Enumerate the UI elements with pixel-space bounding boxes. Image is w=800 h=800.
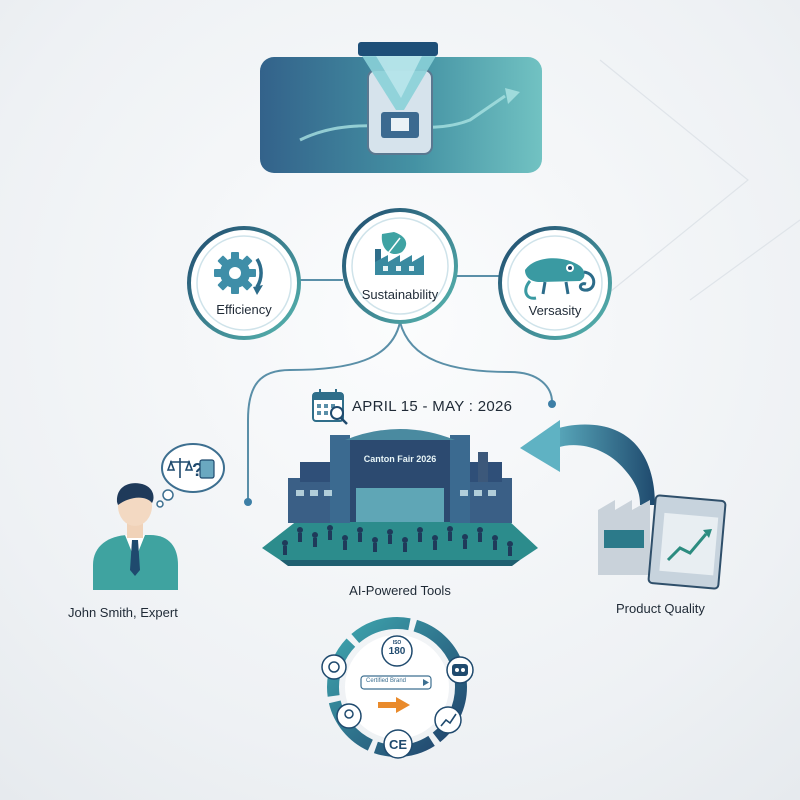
crowd [282, 525, 513, 556]
quality-chart-icon [647, 494, 727, 590]
iso-badge-text: ISO [392, 640, 402, 646]
versatility-label: Versasity [528, 303, 582, 318]
ce-mark-text: CE [388, 737, 408, 752]
eco-factory-icon [375, 232, 424, 275]
background-lines [599, 59, 800, 301]
chameleon-icon [524, 258, 596, 300]
ce-mark-icon [383, 729, 413, 759]
sustainability-label: Sustainability [361, 287, 439, 302]
iso-number: 180 [388, 646, 406, 657]
pillar-connectors [247, 275, 553, 500]
flow-arrow [520, 420, 655, 505]
connector-end-dot [548, 400, 556, 408]
thought-bubble [156, 443, 225, 508]
expert-avatar [93, 483, 178, 590]
iso-badge-icon [381, 635, 413, 667]
robot-icon [446, 656, 474, 684]
expert-caption: John Smith, Expert [68, 605, 178, 620]
growth-chart-icon [434, 706, 462, 734]
calendar-search-icon [312, 389, 348, 425]
exhibition-venue [262, 429, 538, 566]
search-bar [360, 675, 432, 690]
versatility-pillar [498, 226, 612, 340]
ai-tools-caption: AI-Powered Tools [349, 583, 451, 598]
balance-scale-icon [166, 458, 194, 478]
quality-caption: Product Quality [616, 601, 705, 616]
venue-sign: Canton Fair 2026 [363, 454, 437, 464]
connector-end-dot [244, 498, 252, 506]
question-mark-icon: ? [192, 460, 203, 480]
arrow-right-icon [378, 697, 410, 713]
packaging-icon [358, 42, 438, 155]
gear-icon [214, 252, 263, 295]
award-seal-icon [336, 703, 362, 729]
document-icon [199, 459, 215, 479]
efficiency-label: Efficiency [216, 302, 272, 317]
search-bar-text: Certified Brand [366, 678, 407, 684]
certified-seal-icon [321, 654, 347, 680]
event-dates: APRIL 15 - MAY : 2026 [352, 398, 513, 415]
factory-icon [598, 500, 650, 575]
